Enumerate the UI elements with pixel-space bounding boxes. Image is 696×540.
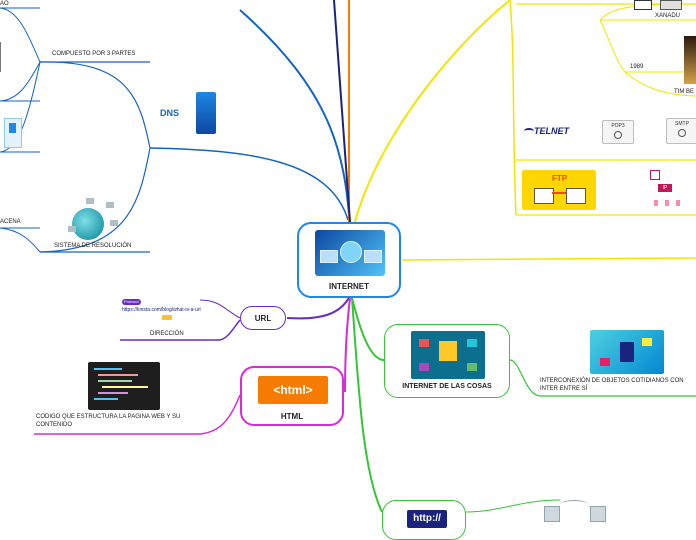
branch-yellow-2 — [509, 0, 517, 216]
iot-illustration — [411, 331, 485, 379]
iot-desc-illustration — [590, 330, 664, 374]
dns-node[interactable]: DNS — [160, 90, 222, 140]
label-tim: TIM BE — [674, 89, 695, 95]
pop3-icon: POP3 — [602, 120, 634, 144]
mindmap-connections — [0, 0, 696, 513]
branch-dns-3 — [39, 61, 151, 149]
iot-node[interactable]: INTERNET DE LAS COSAS — [384, 324, 510, 398]
network-globe-icon — [66, 196, 126, 244]
branch-iot-desc — [509, 359, 696, 397]
label-direccion: DIRECCIÓN — [150, 331, 184, 337]
ip-badge: IP — [658, 184, 672, 192]
protocol-tag: Protocol — [122, 299, 141, 305]
html-title: HTML — [280, 412, 304, 421]
url-tag-yellow — [162, 315, 172, 320]
branch-url-3 — [199, 299, 241, 319]
ip-diagram: IP — [650, 170, 686, 210]
dns-label: DNS — [160, 108, 180, 118]
central-title: INTERNET — [329, 282, 369, 291]
xanadu-image — [634, 0, 652, 10]
url-node[interactable]: URL — [240, 306, 286, 330]
branch-url-2 — [120, 319, 241, 341]
html-badge: <html> — [258, 376, 328, 404]
arrow-diagram-icon — [0, 42, 9, 72]
label-sistema: SISTEMA DE RESOLUCIÓN — [54, 243, 132, 249]
label-xanadu: XANADU — [655, 13, 681, 19]
dns-server-icon — [4, 118, 22, 148]
url-example: Protocol https://kinsta.com/blog/what-is… — [122, 299, 222, 323]
telnet-text: TELNET — [534, 126, 569, 136]
server-icon — [196, 92, 216, 134]
label-top-cut: AO — [0, 1, 9, 7]
iot-title: INTERNET DE LAS COSAS — [402, 383, 492, 390]
branch-left-228 — [0, 227, 41, 253]
central-node-internet[interactable]: INTERNET — [297, 222, 401, 298]
branch-left-101 — [0, 61, 41, 102]
branch-dns-4 — [39, 147, 151, 253]
branch-dns-2 — [149, 147, 349, 221]
label-iot-desc: INTERCONEXIÓN DE OBJETOS COTIDIANOS CON … — [540, 378, 684, 392]
internet-illustration — [315, 230, 385, 276]
branch-yellow — [353, 0, 511, 226]
dark-blue-branch — [333, 0, 351, 223]
telnet-logo: TELNET — [524, 122, 570, 144]
code-screenshot — [88, 362, 160, 410]
branch-green — [351, 297, 385, 361]
label-compuesto: COMPUESTO POR 3 PARTES — [52, 51, 136, 57]
label-codigo: CODIGO QUE ESTRUCTURA LA PAGINA WEB Y SU… — [36, 414, 181, 428]
yellow-mid — [401, 257, 696, 261]
branch-http-2 — [465, 499, 561, 513]
ftp-text: FTP — [552, 174, 568, 183]
url-title: URL — [254, 314, 272, 323]
branch-html-2 — [34, 394, 241, 435]
yellow-tim — [624, 71, 696, 97]
http-node[interactable]: http:// — [382, 500, 466, 540]
laptop-icon — [364, 250, 382, 263]
branch-left-152 — [0, 61, 41, 153]
label-year: 1989 — [630, 64, 644, 70]
branch-top-left — [0, 7, 41, 63]
ftp-image: FTP — [522, 170, 596, 210]
branch-green-2 — [351, 297, 383, 513]
branch-url — [286, 295, 351, 320]
branch-html — [344, 297, 351, 393]
xanadu-image-2 — [660, 0, 682, 10]
laptop-icon — [320, 250, 338, 263]
url-example-text: https://kinsta.com/blog/what-is-a-url — [122, 307, 201, 313]
http-server-image — [540, 500, 610, 522]
label-acena: ACENA — [0, 219, 21, 225]
globe-icon — [340, 241, 362, 263]
house-icon — [439, 341, 457, 361]
http-badge: http:// — [407, 510, 447, 528]
tim-photo — [684, 36, 696, 84]
yellow-1989 — [599, 19, 696, 73]
smtp-icon: SMTP — [666, 118, 696, 144]
html-node[interactable]: <html> HTML — [240, 366, 344, 426]
branch-dns — [239, 9, 351, 229]
